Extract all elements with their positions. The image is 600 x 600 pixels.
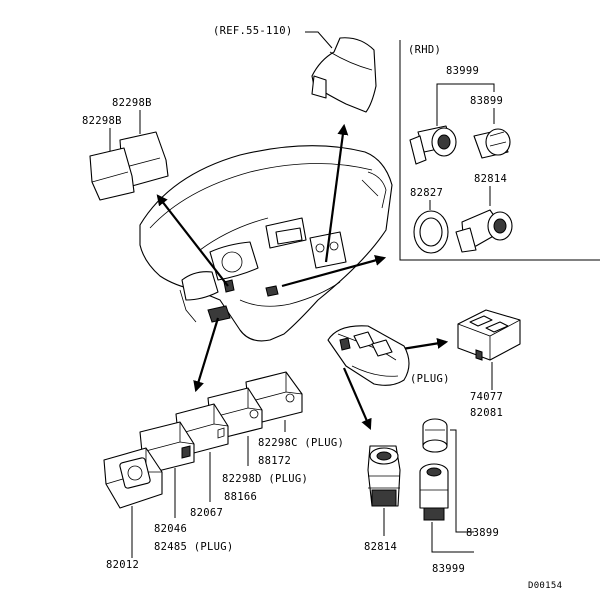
label-88166: 88166 <box>224 491 257 503</box>
rhd-label-82814: 82814 <box>474 173 507 185</box>
switch-82012 <box>103 447 163 509</box>
center-console <box>327 325 410 386</box>
label-82298b-left: 82298B <box>82 115 122 127</box>
diagram-id: D00154 <box>528 581 562 591</box>
lighter-83899 <box>422 418 448 453</box>
rhd-box: (RHD) 83999 83899 82827 82814 <box>399 40 600 261</box>
socket-83999 <box>419 463 449 521</box>
rhd-label-82827: 82827 <box>410 187 443 199</box>
label-82298b-top: 82298B <box>112 97 152 109</box>
switch-74077 <box>457 309 521 361</box>
instrument-panel <box>139 145 393 342</box>
label-plug-console: (PLUG) <box>410 373 450 385</box>
label-83999-bottom: 83999 <box>432 563 465 575</box>
rhd-label-83899: 83899 <box>470 95 503 107</box>
label-82046: 82046 <box>154 523 187 535</box>
label-88172: 88172 <box>258 455 291 467</box>
label-82298d: 82298D (PLUG) <box>222 473 308 485</box>
label-82067: 82067 <box>190 507 223 519</box>
steering-column-cover <box>311 37 377 113</box>
label-83899-bottom: 83899 <box>466 527 499 539</box>
arrow-to-column-cover <box>324 123 349 263</box>
label-82298c: 82298C (PLUG) <box>258 437 344 449</box>
arrow-to-82814 <box>342 367 372 431</box>
label-82814-bottom: 82814 <box>364 541 397 553</box>
switch-82298b-pair <box>89 131 169 201</box>
rhd-label-83999: 83999 <box>446 65 479 77</box>
socket-82814 <box>367 445 401 507</box>
label-82081: 82081 <box>470 407 503 419</box>
rhd-title: (RHD) <box>408 44 441 56</box>
label-74077: 74077 <box>470 391 503 403</box>
label-82485: 82485 (PLUG) <box>154 541 233 553</box>
arrow-to-82298b <box>156 194 229 287</box>
ref-label: (REF.55-110) <box>213 25 292 37</box>
label-82012: 82012 <box>106 559 139 571</box>
arrow-to-switch-row <box>193 317 220 393</box>
arrow-to-rhd <box>281 255 387 288</box>
